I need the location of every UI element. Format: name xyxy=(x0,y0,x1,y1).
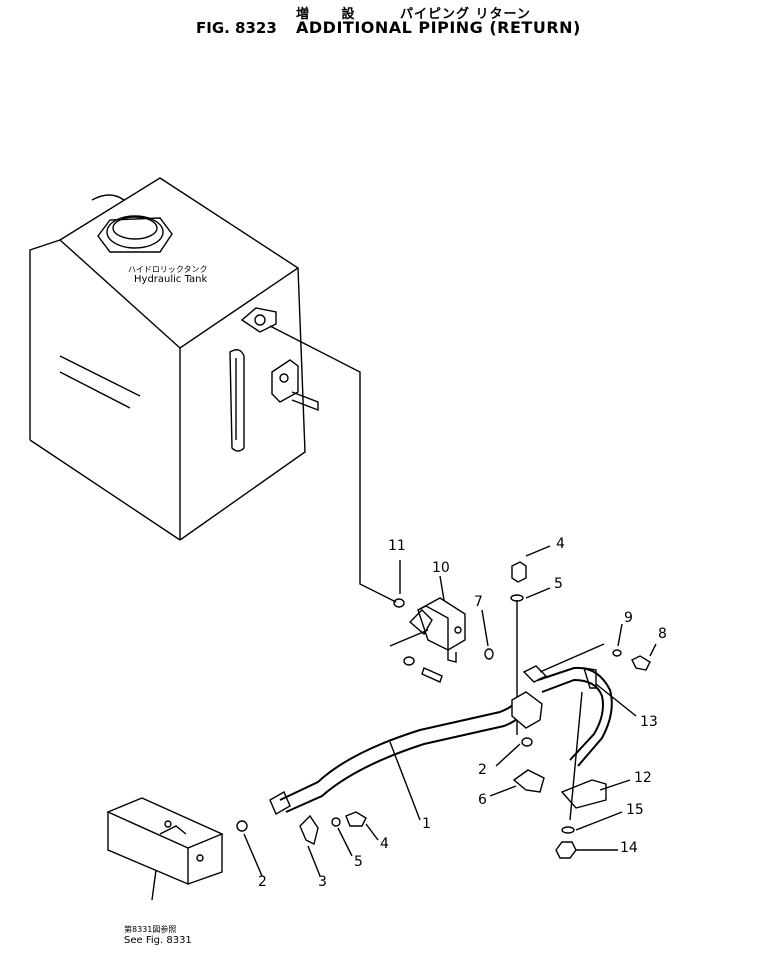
figure-number: FIG. 8323 xyxy=(196,19,277,37)
title-japanese-left: 増 設 xyxy=(296,7,369,22)
ref-label-jp: 第8331図参照 xyxy=(124,925,177,934)
leader-lines xyxy=(243,545,657,877)
part-number-15: 15 xyxy=(626,802,644,818)
valve-assembly xyxy=(389,597,494,683)
part-number-2-right: 2 xyxy=(478,762,487,778)
figure-title: ADDITIONAL PIPING (RETURN) xyxy=(296,18,581,37)
lead-line-9 xyxy=(539,643,605,673)
part-number-7: 7 xyxy=(474,594,483,610)
part-number-13: 13 xyxy=(640,714,658,730)
o-ring-right xyxy=(521,737,533,747)
part-number-11: 11 xyxy=(388,538,406,554)
washer-left xyxy=(331,817,341,827)
valve-block xyxy=(106,797,224,901)
part-number-10: 10 xyxy=(432,560,450,576)
part-number-5-top: 5 xyxy=(554,576,563,592)
o-ring-left xyxy=(236,820,248,832)
lead-line xyxy=(269,325,397,603)
lead-line-clamp xyxy=(569,691,583,821)
part-number-12: 12 xyxy=(634,770,652,786)
tank-label-jp: ハイドロリックタンク xyxy=(128,265,208,274)
part-number-5-left: 5 xyxy=(354,854,363,870)
part-number-3: 3 xyxy=(318,874,327,890)
split-flange xyxy=(299,814,319,846)
bolt-right xyxy=(612,649,651,671)
part-number-1: 1 xyxy=(422,816,431,832)
part-number-2-left: 2 xyxy=(258,874,267,890)
part-number-9: 9 xyxy=(624,610,633,626)
ref-label-en: See Fig. 8331 xyxy=(124,935,192,946)
bolt-left xyxy=(345,811,367,827)
hydraulic-tank xyxy=(29,177,319,541)
pipe-13 xyxy=(512,665,613,793)
pipe-main xyxy=(269,691,543,815)
part-number-8: 8 xyxy=(658,626,667,642)
nut-14 xyxy=(555,841,577,859)
tank-label-en: Hydraulic Tank xyxy=(134,274,208,285)
part-number-6: 6 xyxy=(478,792,487,808)
part-number-4-top: 4 xyxy=(556,536,565,552)
part-number-14: 14 xyxy=(620,840,638,856)
title-japanese-right: パイピング リターン xyxy=(400,7,531,22)
bracket xyxy=(560,779,607,809)
washer-15 xyxy=(561,826,575,834)
part-number-4-left: 4 xyxy=(380,836,389,852)
